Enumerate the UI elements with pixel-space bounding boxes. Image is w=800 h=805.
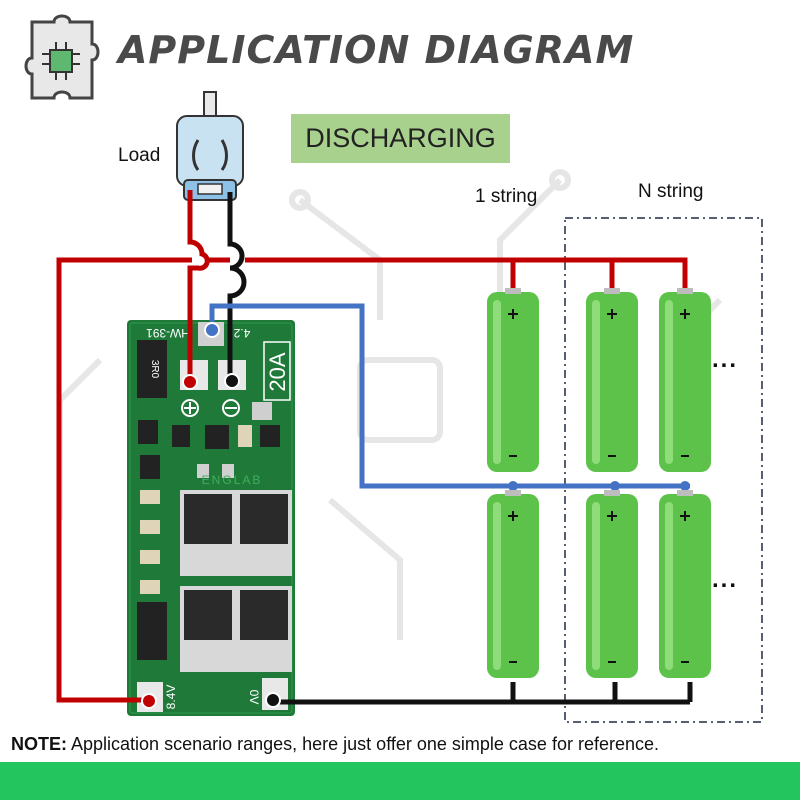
battery-plus-icon [508,511,518,521]
board-label-0v: 0V [247,690,261,705]
more-cells-ellipsis-top: ... [712,346,739,373]
mode-badge: DISCHARGING [291,114,510,163]
battery-plus-icon [607,511,617,521]
more-cells-ellipsis-bottom: ... [712,566,739,593]
battery-cell [487,288,539,472]
one-string-label: 1 string [475,186,538,207]
negative-terminal-dot [224,373,240,389]
footer-bar [0,762,800,800]
board-model: HW-391 [146,326,190,340]
note-body: Application scenario ranges, here just o… [67,734,659,754]
bottom-ground-dot [265,692,281,708]
load-negative-wire [227,192,247,380]
midpoint-terminal-dot [204,322,220,338]
puzzle-chip-logo [24,14,100,100]
board-brand: ENGLAB [202,473,263,487]
note-text: NOTE: Application scenario ranges, here … [11,734,659,755]
page-title: APPLICATION DIAGRAM [118,28,635,72]
battery-cell [586,490,638,678]
board-resistor-code: 3R0 [149,360,160,379]
midpoint-wire [209,303,690,489]
board-rating: 20A [265,352,290,391]
battery-cell [659,490,711,678]
battery-cell [586,288,638,472]
board-label-8v4: 8.4V [164,685,178,710]
n-string-label: N string [638,181,704,202]
board-voltage-top: 4.2 [233,326,250,340]
n-string-group-box [564,217,763,723]
positive-terminal-dot [182,374,198,390]
note-prefix: NOTE: [11,734,67,754]
battery-cell [659,288,711,472]
positive-wire [56,190,688,703]
battery-plus-icon [680,511,690,521]
battery-plus-icon [607,309,617,319]
battery-plus-icon [508,309,518,319]
battery-cell [487,490,539,678]
ground-wire [272,682,693,705]
motor-load-icon [176,91,244,201]
bms-board [127,320,295,716]
battery-array [487,288,711,678]
battery-plus-icon [680,309,690,319]
bottom-positive-dot [141,693,157,709]
load-label: Load [118,145,161,166]
